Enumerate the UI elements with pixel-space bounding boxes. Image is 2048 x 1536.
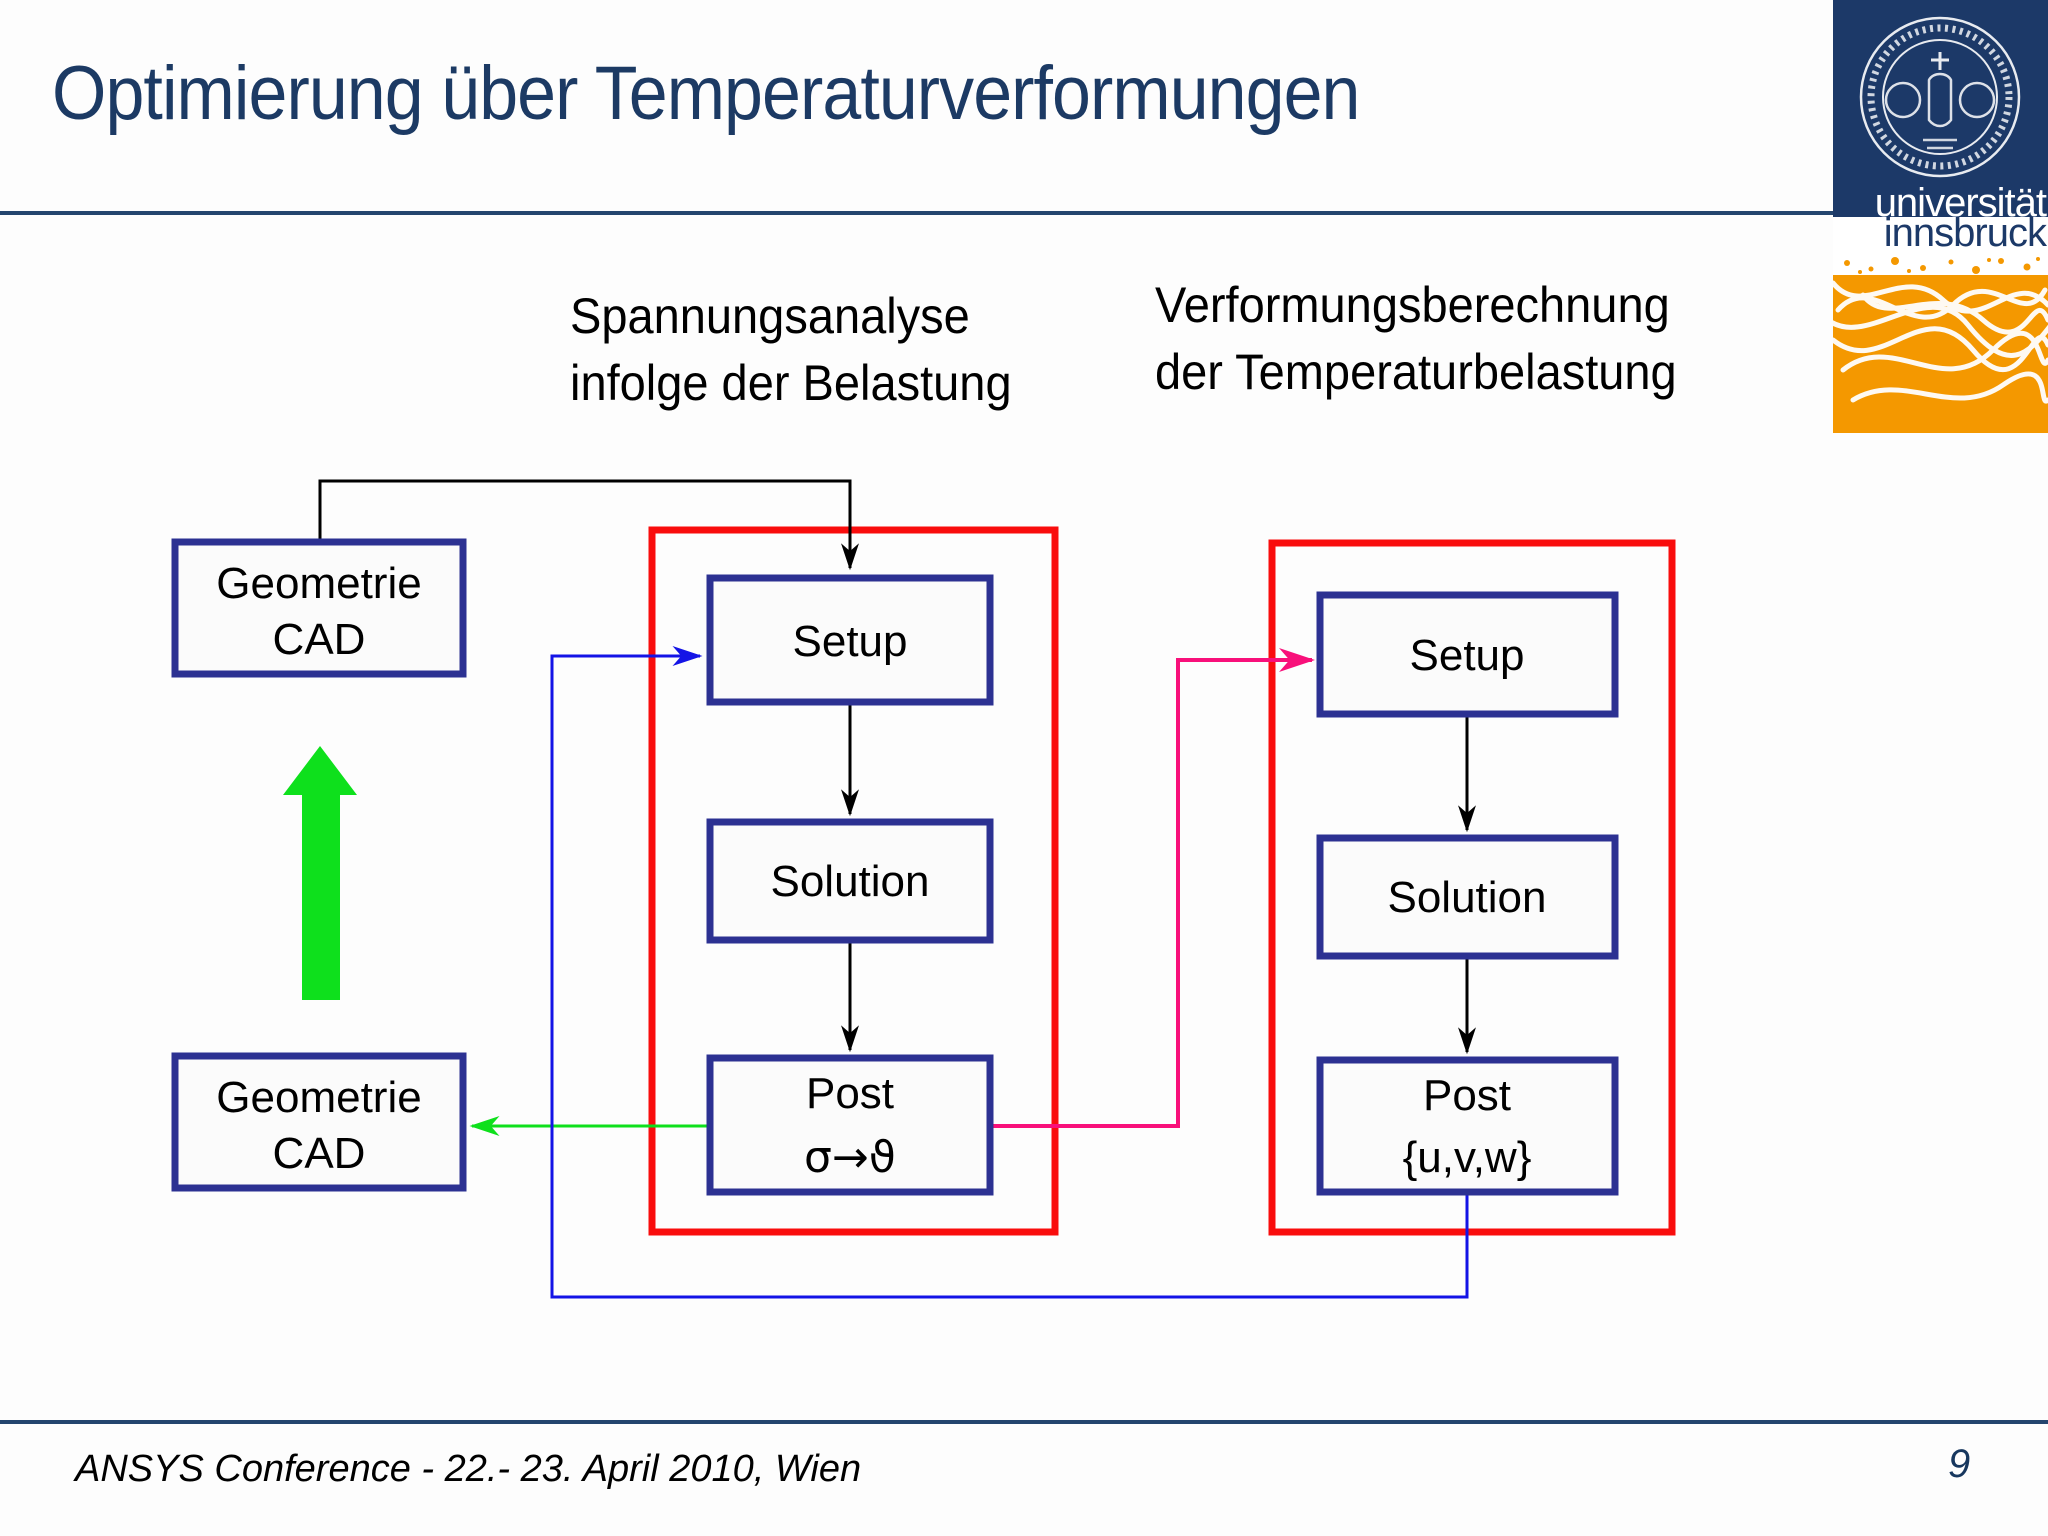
deformation-calc-label-line1: Verformungsberechnung [1155,277,1670,333]
logo-scribble-art-icon [1833,255,2048,404]
university-logo: universität innsbruck [1833,0,2048,433]
cad-top-label-line2: CAD [273,615,366,664]
stress-setup-box [706,574,994,706]
logo-orange-panel [1833,255,2048,433]
logo-white-panel: innsbruck [1833,213,2048,255]
logo-wordmark-line1: universität [1874,181,2047,225]
cad-bottom-label-line1: Geometrie [216,1073,421,1122]
header-divider [0,211,2048,215]
deform-setup-label: Setup [1410,631,1525,680]
deform-post-box [1316,1056,1619,1196]
stress-post-label-line2: σ→ϑ [804,1132,896,1183]
cad-bottom-box [171,1052,467,1192]
deform-group-frame [1268,539,1676,1236]
arrow-post-to-setup-blue-loop [550,646,1469,1299]
cad-top-box [171,538,467,678]
cad-bottom-label-line2: CAD [273,1129,366,1178]
big-green-up-arrow [283,746,357,1000]
page-title: Optimierung über Temperaturverformungen [52,51,1360,136]
stress-post-label-line1: Post [806,1069,894,1118]
stress-solution-box [706,818,994,944]
cad-top-label-line1: Geometrie [216,559,421,608]
logo-blue-panel: universität [1833,0,2048,223]
connector-cad-to-setup [318,479,859,571]
arrow-post-to-setup-magenta [992,648,1315,1128]
stress-group-frame [648,526,1059,1236]
deform-solution-box [1316,834,1619,960]
deform-setup-box [1316,591,1619,718]
stress-analysis-label: Spannungsanalyse infolge der Belastung [570,283,1012,417]
stress-analysis-label-line1: Spannungsanalyse [570,288,970,344]
deformation-calc-label: Verformungsberechnung der Temperaturbela… [1155,272,1677,406]
stress-analysis-label-line2: infolge der Belastung [570,355,1012,411]
deformation-calc-label-line2: der Temperaturbelastung [1155,344,1677,400]
stress-post-box [706,1054,994,1196]
stress-solution-label: Solution [770,857,929,906]
logo-wordmark-line2: innsbruck [1883,211,2047,255]
footer-conference-text: ANSYS Conference - 22.- 23. April 2010, … [75,1448,862,1490]
page-number: 9 [1948,1442,1971,1486]
deform-solution-label: Solution [1387,873,1546,922]
deform-post-label-line2: {u,v,w} [1403,1133,1532,1182]
university-seal-icon [1859,16,2021,178]
footer-divider [0,1420,2048,1424]
stress-setup-label: Setup [793,617,908,666]
deform-post-label-line1: Post [1423,1071,1511,1120]
